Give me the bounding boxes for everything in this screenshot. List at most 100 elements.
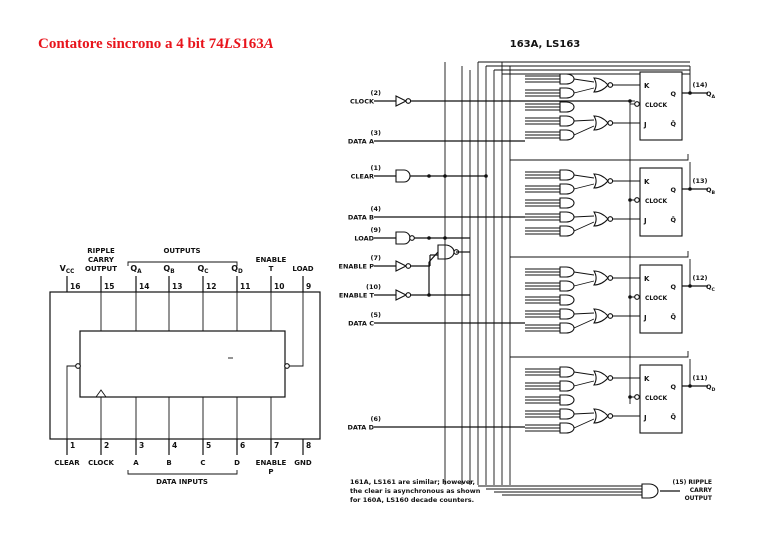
pin-number: 7: [274, 441, 279, 450]
gate-body: [593, 370, 609, 386]
gate-body: [559, 308, 575, 320]
pin-number: 11: [240, 282, 250, 291]
inversion-bubble: [607, 178, 614, 184]
inversion-bubble: [634, 294, 640, 300]
nor-gate: [593, 308, 614, 324]
note-line: for 160A, LS160 decade counters.: [350, 496, 474, 504]
pin-number: 2: [104, 441, 109, 450]
pin-number: 8: [306, 441, 311, 450]
pin-label: CLEAR: [54, 459, 80, 467]
and-gate: [559, 115, 575, 127]
and-gate: [559, 197, 575, 209]
junction-dot: [628, 99, 632, 103]
gate-body: [559, 87, 575, 99]
pinout-diagram: 16VCC15RIPPLECARRYOUTPUT14QA13QB12QC11QD…: [49, 247, 321, 486]
input-pin-number: (3): [371, 129, 381, 137]
ff-k-label: K: [644, 178, 650, 186]
pin-label: QA: [130, 264, 142, 275]
input-pin-number: (4): [371, 205, 381, 213]
and-gate: [641, 483, 659, 499]
gate-body: [559, 129, 575, 141]
gate-body: [559, 169, 575, 181]
wire: [573, 412, 595, 415]
logic-header: 163A, LS163: [510, 39, 581, 50]
package-outline: [49, 291, 321, 440]
input-pin-number: (10): [366, 283, 381, 291]
gate-body: [559, 366, 575, 378]
ff-qbar-label: Q̄: [670, 412, 676, 421]
gate-body: [593, 77, 609, 93]
pin-number: 3: [139, 441, 144, 450]
input-label: DATA A: [348, 138, 374, 146]
flip-flop-box: [639, 264, 683, 334]
wire: [573, 183, 595, 190]
gate-body: [559, 394, 575, 406]
ff-j-label: J: [643, 217, 647, 225]
inversion-bubble: [405, 292, 412, 298]
pin-number: 12: [206, 282, 216, 291]
pin-label: CLOCK: [88, 459, 114, 467]
nor-gate: [593, 211, 614, 227]
chip-body: [79, 330, 286, 398]
ff-q-label: Q: [670, 186, 676, 194]
pin-label: ENABLE: [256, 256, 287, 264]
pin-number: 4: [172, 441, 177, 450]
load-buffer: [395, 231, 411, 245]
output-label: QA: [706, 90, 716, 100]
pin-label: QD: [231, 264, 243, 275]
pin-label: GND: [294, 459, 312, 467]
feedback-loop: [510, 351, 689, 358]
input-pin-number: (2): [371, 89, 381, 97]
and-gate: [559, 408, 575, 420]
and-gate: [559, 73, 575, 85]
ff-clock-label: CLOCK: [645, 102, 668, 109]
pin-label: B: [166, 459, 171, 467]
wire: [573, 221, 595, 232]
pin-label: RIPPLE: [87, 247, 115, 255]
wire: [573, 119, 595, 122]
wire: [573, 271, 595, 276]
flip-flop-box: [639, 71, 683, 141]
inversion-bubble: [634, 394, 640, 400]
ff-k-label: K: [644, 275, 650, 283]
junction-dot: [628, 295, 632, 299]
and-gate: [559, 294, 575, 306]
note-line: the clear is asynchronous as shown: [350, 487, 481, 495]
pin-number: 1: [70, 441, 75, 450]
ff-k-label: K: [644, 375, 650, 383]
input-label: DATA B: [348, 214, 374, 222]
input-label: ENABLE T: [339, 292, 375, 300]
data-inputs-bracket: [127, 470, 238, 475]
note-line: 161A, LS161 are similar; however,: [350, 478, 475, 486]
nor-gate: [593, 115, 614, 131]
inversion-bubble: [607, 275, 614, 281]
pin-label: LOAD: [292, 265, 313, 273]
inversion-bubble: [607, 216, 614, 222]
gate-body: [593, 173, 609, 189]
pin-label: P: [268, 468, 273, 476]
junction-dot: [628, 395, 632, 399]
logic-diagram: 163A, LS163(2)CLOCK(3)DATA A(1)CLEAR(4)D…: [339, 39, 716, 504]
inversion-bubble: [634, 101, 640, 107]
gate-body: [559, 380, 575, 392]
ripple-label: OUTPUT: [685, 495, 713, 502]
output-label: QD: [706, 383, 716, 393]
pin-label: A: [133, 459, 139, 467]
input-label: CLEAR: [351, 173, 374, 181]
and-gate: [559, 308, 575, 320]
outputs-bracket: [127, 261, 238, 266]
gate-body: [559, 211, 575, 223]
pin-number: 14: [139, 282, 149, 291]
pin-label: VCC: [60, 264, 75, 275]
wire: [573, 312, 595, 315]
inversion-bubble: [607, 82, 614, 88]
inversion-bubble: [405, 263, 412, 269]
pin-label: D: [234, 459, 240, 467]
and-gate: [559, 225, 575, 237]
output-pin-number: (11): [693, 374, 708, 382]
pin-label: ENABLE: [256, 459, 287, 467]
nor-gate: [593, 408, 614, 424]
